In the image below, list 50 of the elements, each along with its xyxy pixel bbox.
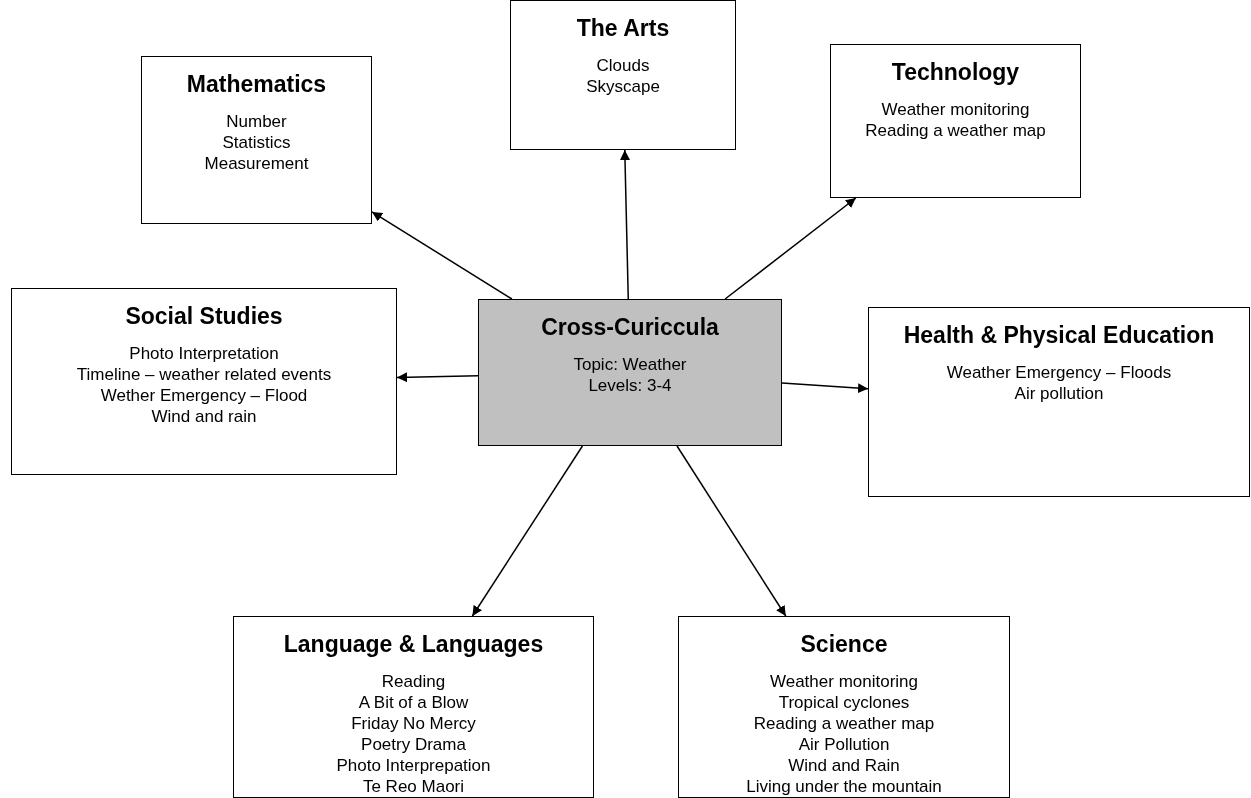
topic-item: Skyscape (586, 75, 660, 97)
topic-item: Te Reo Maori (362, 775, 465, 797)
topic-item: Reading a weather map (753, 712, 935, 734)
topic-item: Poetry Drama (361, 733, 466, 755)
topic-item: Weather monitoring (881, 98, 1030, 120)
topic-item: Wether Emergency – Flood (100, 384, 308, 406)
box-heading: Mathematics (186, 71, 327, 99)
arrow (781, 382, 869, 394)
box-heading: Cross-Curiccula (541, 314, 719, 342)
topic-item: Photo Interpretation (129, 342, 279, 364)
box-heading: Language & Languages (283, 631, 544, 659)
topic-item: Weather monitoring (769, 670, 918, 692)
subject-box (141, 56, 372, 224)
subject-box (830, 44, 1081, 198)
box-heading: Technology (891, 59, 1020, 87)
topic-item: Friday No Mercy (351, 712, 476, 734)
topic-item: Timeline – weather related events (76, 363, 332, 385)
topic-item: Clouds (596, 54, 650, 76)
arrow (371, 211, 513, 300)
arrow (724, 197, 857, 300)
topic-item: Reading a weather map (865, 119, 1046, 141)
topic-item: Photo Interprepation (336, 754, 491, 776)
subject-box (868, 307, 1250, 497)
central-topic-box (478, 299, 782, 446)
box-heading: Health & Physical Education (903, 322, 1215, 350)
arrow (471, 445, 584, 617)
topic-item: Weather Emergency – Floods (946, 361, 1172, 383)
subject-box (11, 288, 397, 475)
topic-item: Wind and rain (151, 405, 257, 427)
arrow (396, 372, 479, 383)
topic-item: Tropical cyclones (778, 691, 910, 713)
topic-item: A Bit of a Blow (358, 691, 469, 713)
subject-box (510, 0, 736, 150)
topic-item: Topic: Weather (573, 353, 687, 375)
arrow (676, 445, 787, 617)
topic-item: Levels: 3-4 (588, 374, 672, 396)
topic-item: Reading (381, 670, 446, 692)
topic-item: Number (226, 110, 287, 132)
arrow (620, 149, 630, 300)
box-heading: Science (800, 631, 888, 659)
topic-item: Wind and Rain (788, 754, 900, 776)
topic-item: Measurement (204, 152, 309, 174)
box-heading: Social Studies (125, 303, 283, 331)
topic-item: Air pollution (1014, 382, 1104, 404)
box-heading: The Arts (576, 15, 670, 43)
subject-box (233, 616, 594, 798)
topic-item: Statistics (222, 131, 291, 153)
subject-box (678, 616, 1010, 798)
topic-item: Living under the mountain (746, 775, 942, 797)
topic-item: Air Pollution (798, 733, 890, 755)
